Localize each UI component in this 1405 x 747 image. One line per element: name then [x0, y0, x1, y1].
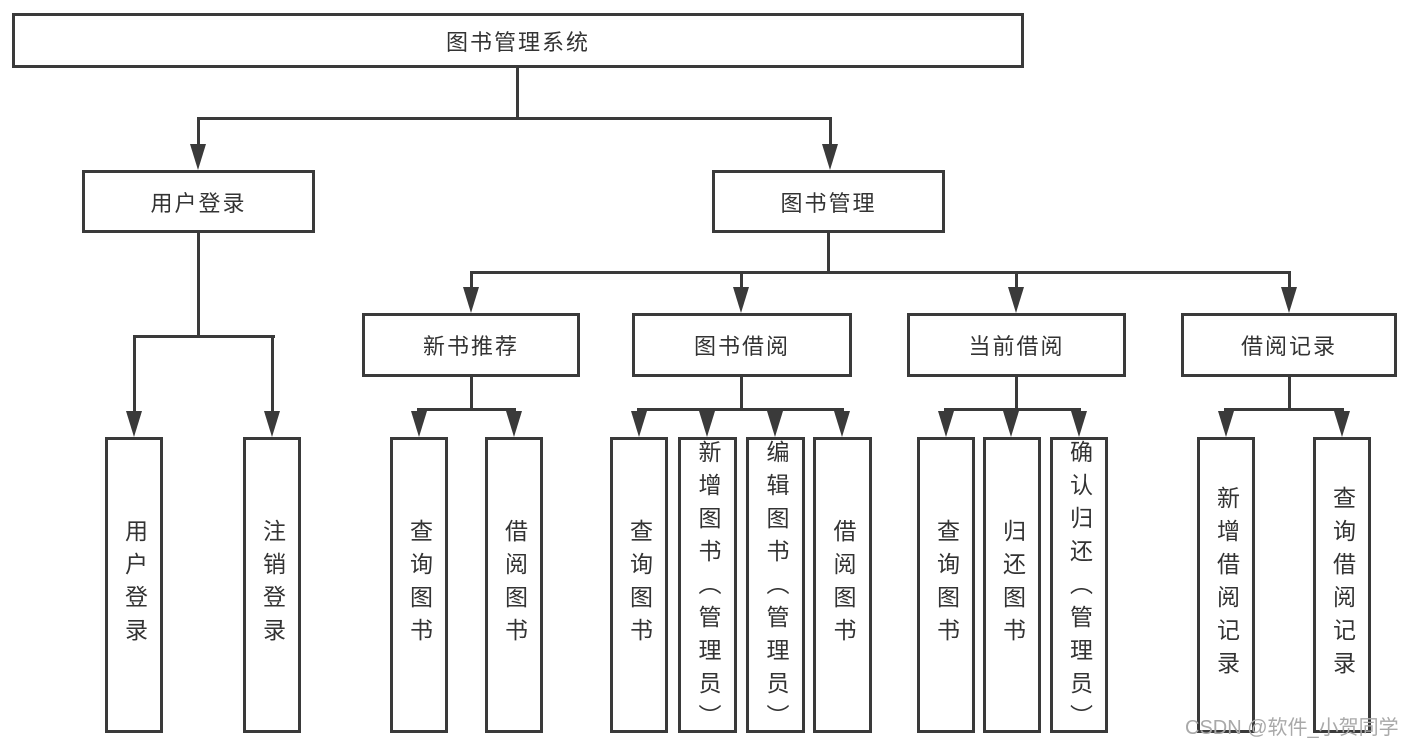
arrowhead-borrow-records	[1281, 287, 1297, 313]
connector-level3-rail	[470, 271, 1290, 274]
connector-drop-book-borrow	[740, 271, 743, 289]
connector-root-stem	[516, 68, 519, 120]
arrowhead-add-record	[1218, 411, 1234, 437]
connector-borrow-records-stem	[1288, 377, 1291, 410]
connector-drop-leaf-user-login	[133, 335, 136, 413]
connector-drop-leaf-logout	[271, 335, 274, 413]
leaf-edit-books-admin: 编辑图书（管理员）	[746, 437, 805, 737]
leaf-confirm-return-admin: 确认归还（管理员）	[1050, 437, 1108, 737]
arrowhead-borrow-books-c	[834, 411, 850, 437]
node-book-management: 图书管理	[712, 170, 945, 233]
leaf-query-books-current: 查询图书	[917, 437, 975, 733]
connector-drop-user-login	[197, 117, 200, 147]
leaf-borrow-books-recommend: 借阅图书	[485, 437, 543, 733]
arrowhead-query-books-d	[938, 411, 954, 437]
arrowhead-query-books-b	[411, 411, 427, 437]
connector-borrow-records-rail	[1224, 408, 1344, 411]
node-user-login: 用户登录	[82, 170, 315, 233]
connector-drop-borrow-records	[1288, 271, 1291, 289]
arrowhead-query-record	[1334, 411, 1350, 437]
arrowhead-confirm-return	[1071, 411, 1087, 437]
leaf-add-books-admin: 新增图书（管理员）	[678, 437, 737, 737]
connector-book-borrow-stem	[740, 377, 743, 410]
arrowhead-current-borrow	[1008, 287, 1024, 313]
node-current-borrowing: 当前借阅	[907, 313, 1126, 377]
connector-drop-book-management	[829, 117, 832, 147]
leaf-borrow-books-borrowing: 借阅图书	[813, 437, 872, 733]
arrowhead-edit-books	[767, 411, 783, 437]
leaf-return-books: 归还图书	[983, 437, 1041, 733]
connector-new-book-stem	[470, 377, 473, 410]
leaf-query-borrow-record: 查询借阅记录	[1313, 437, 1371, 733]
connector-book-borrow-rail	[637, 408, 844, 411]
node-new-book-recommendation: 新书推荐	[362, 313, 580, 377]
arrowhead-query-books-c	[631, 411, 647, 437]
connector-current-borrow-stem	[1015, 377, 1018, 410]
arrowhead-book-borrow	[733, 287, 749, 313]
connector-drop-current-borrow	[1015, 271, 1018, 289]
connector-level2-rail	[197, 117, 832, 120]
arrowhead-user-login	[190, 144, 206, 170]
connector-user-login-stem	[197, 233, 200, 337]
arrowhead-leaf-logout	[264, 411, 280, 437]
arrowhead-leaf-user-login	[126, 411, 142, 437]
connector-new-book-rail	[417, 408, 516, 411]
leaf-logout: 注销登录	[243, 437, 301, 733]
connector-user-login-rail	[133, 335, 275, 338]
leaf-add-borrow-record: 新增借阅记录	[1197, 437, 1255, 733]
leaf-query-books-borrowing: 查询图书	[610, 437, 668, 733]
arrowhead-add-books	[699, 411, 715, 437]
arrowhead-return-books	[1003, 411, 1019, 437]
arrowhead-new-book	[463, 287, 479, 313]
node-library-management-system: 图书管理系统	[12, 13, 1024, 68]
leaf-user-login: 用户登录	[105, 437, 163, 733]
leaf-query-books-recommend: 查询图书	[390, 437, 448, 733]
connector-book-management-stem	[827, 233, 830, 273]
arrowhead-book-management	[822, 144, 838, 170]
node-book-borrowing: 图书借阅	[632, 313, 852, 377]
csdn-watermark: CSDN @软件_小贺同学	[1185, 717, 1399, 739]
connector-drop-new-book	[470, 271, 473, 289]
arrowhead-borrow-books-b	[506, 411, 522, 437]
node-borrowing-records: 借阅记录	[1181, 313, 1397, 377]
